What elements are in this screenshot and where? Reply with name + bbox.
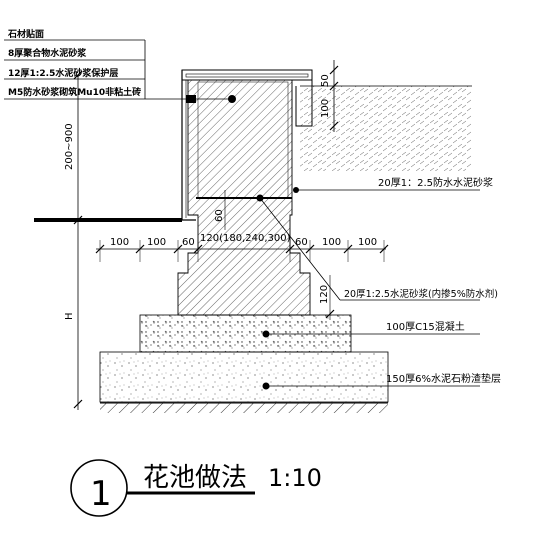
soil-fill xyxy=(300,86,472,171)
ground-hatch xyxy=(100,403,388,413)
dim-label-left-height: 200~900 xyxy=(64,123,75,170)
leader-tick xyxy=(186,95,196,103)
layer-label-2: 8厚聚合物水泥砂浆 xyxy=(8,47,87,59)
dim-label-100b: 100 xyxy=(147,237,166,248)
gravel-cushion-layer xyxy=(99,351,389,403)
layer-label-4: M5防水砂浆砌筑Mu10非粘土砖 xyxy=(8,86,141,98)
dim-extension-lines xyxy=(99,240,385,262)
dim-label-60-vertical: 60 xyxy=(214,209,225,222)
dim-label-50: 50 xyxy=(320,74,331,87)
leader-dot-r2 xyxy=(256,194,264,202)
dim-label-h: H xyxy=(64,312,75,320)
dim-label-100-top: 100 xyxy=(320,99,331,118)
dim-left-ticks xyxy=(73,70,83,409)
dim-label-100c: 100 xyxy=(322,237,341,248)
right-label-1: 20厚1：2.5防水水泥砂浆 xyxy=(378,176,493,189)
stone-cap-inner xyxy=(185,73,309,78)
right-label-3: 100厚C15混凝土 xyxy=(386,320,465,333)
title-number-circle xyxy=(70,459,128,517)
title-scale: 1:10 xyxy=(268,464,322,492)
wall-inner-outline xyxy=(197,81,289,199)
c15-concrete-layer xyxy=(139,314,352,353)
layer-label-1: 石材贴面 xyxy=(7,28,44,40)
dim-label-wall-width: 120(180,240,300) xyxy=(200,233,291,244)
leader-dot-r3 xyxy=(262,330,270,338)
right-label-4: 150厚6%水泥石粉渣垫层 xyxy=(386,372,501,385)
stone-cladding-right xyxy=(295,70,313,127)
dim-top-right-ticks xyxy=(329,65,339,131)
dim-label-60a: 60 xyxy=(182,237,195,248)
dim-label-120-vertical: 120 xyxy=(319,285,330,304)
dim-label-100a: 100 xyxy=(110,237,129,248)
title-number: 1 xyxy=(90,474,112,514)
leader-dot-r4 xyxy=(262,382,270,390)
dim-label-100d: 100 xyxy=(358,237,377,248)
right-label-2: 20厚1:2.5水泥砂浆(内掺5%防水剂) xyxy=(344,288,498,300)
stone-cap-outer xyxy=(181,69,313,81)
title-name: 花池做法 xyxy=(143,463,247,493)
leader-dot-left xyxy=(228,95,236,103)
dim-label-60b: 60 xyxy=(295,237,308,248)
leader-dot-r1 xyxy=(293,187,299,193)
tick-120-bottom xyxy=(325,309,335,319)
layer-label-3: 12厚1:2.5水泥砂浆保护层 xyxy=(8,67,118,79)
